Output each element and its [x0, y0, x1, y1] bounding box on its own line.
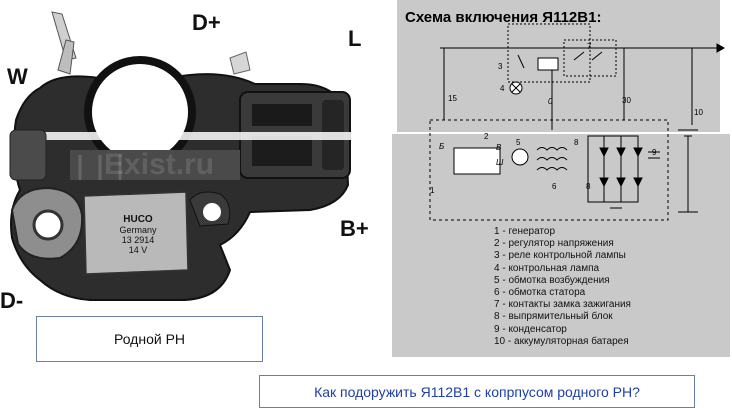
legend-item: 9 - конденсатор: [494, 323, 567, 335]
chip-number: 13 2914: [121, 235, 155, 245]
chip-voltage: 14 V: [128, 245, 148, 255]
terminal-v: В: [496, 143, 502, 152]
terminal-0: 0: [548, 97, 553, 106]
legend-item: 3 - реле контрольной лампы: [494, 250, 626, 262]
num-7: 7: [587, 42, 592, 51]
num-8-second: 8: [586, 182, 591, 191]
legend-item: 2 - регулятор напряжения: [494, 238, 614, 250]
chip-country: Germany: [119, 225, 157, 235]
terminal-30: 30: [622, 96, 631, 105]
terminal-15: 15: [448, 94, 457, 103]
legend-item: 7 - контакты замка зажигания: [494, 299, 631, 311]
watermark: Exist.ru: [104, 148, 215, 181]
label-b-plus: B+: [340, 216, 369, 241]
num-9: 9: [652, 148, 657, 157]
num-6: 6: [552, 182, 557, 191]
legend-item: 5 - обмотка возбуждения: [494, 274, 610, 286]
regulator-photo: [0, 0, 395, 320]
num-8: 8: [574, 138, 579, 147]
question-link[interactable]: Как подоружить Я112В1 с копрпусом родног…: [259, 375, 695, 408]
num-3: 3: [498, 62, 503, 71]
num-10: 10: [694, 108, 703, 117]
question-text: Как подоружить Я112В1 с копрпусом родног…: [314, 383, 640, 400]
legend: 1 - генератор 2 - регулятор напряжения 3…: [494, 226, 631, 348]
label-w: W: [7, 64, 28, 89]
legend-item: 1 - генератор: [494, 226, 556, 237]
schema-title: Схема включения Я112В1:: [405, 9, 602, 26]
num-4: 4: [500, 84, 505, 93]
caption-text: Родной РН: [113, 331, 186, 347]
legend-item: 8 - выпрямительный блок: [494, 311, 613, 323]
caption-box: Родной РН: [36, 316, 263, 362]
terminal-b: Б: [439, 142, 445, 151]
num-2: 2: [484, 132, 489, 141]
chip-brand: HUCO: [123, 214, 153, 225]
wiring-diagram: [392, 0, 730, 357]
label-d-plus: D+: [192, 10, 221, 35]
terminal-sh: Ш: [496, 158, 504, 167]
num-5: 5: [516, 138, 521, 147]
legend-item: 6 - обмотка статора: [494, 287, 586, 299]
label-l: L: [348, 26, 362, 51]
legend-item: 4 - контрольная лампа: [494, 262, 600, 274]
label-d-minus: D-: [0, 288, 24, 313]
num-1: 1: [430, 186, 435, 195]
legend-item: 10 - аккумуляторная батарея: [494, 335, 629, 347]
